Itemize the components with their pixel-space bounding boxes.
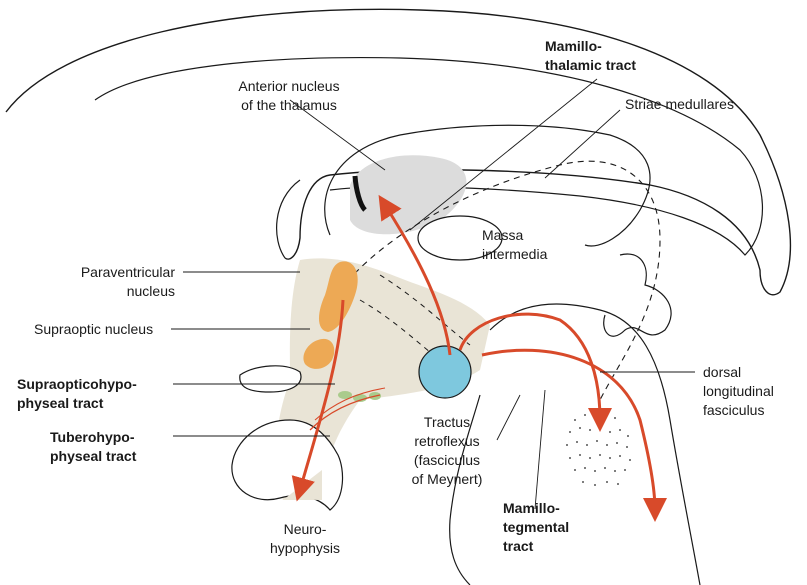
tectum-outline — [604, 254, 671, 336]
neurohypophysis-label: Neuro- hypophysis — [265, 520, 345, 558]
dorsal-longitudinal-arrow — [482, 350, 655, 510]
supraoptic-nucleus-label: Supraoptic nucleus — [34, 320, 153, 339]
tuberohypophyseal-tract-label: Tuberohypo- physeal tract — [50, 428, 136, 466]
dorsal-longitudinal-fasciculus-label: dorsal longitudinal fasciculus — [703, 363, 774, 420]
anterior-nucleus-label: Anterior nucleus of the thalamus — [196, 77, 382, 115]
tractus-retroflexus-label: Tractus retroflexus (fasciculus of Meyne… — [404, 413, 490, 489]
corpus-callosum — [6, 9, 790, 294]
striae-medullares-label: Striae medullares — [625, 95, 734, 114]
paraventricular-nucleus-label: Paraventricular nucleus — [30, 263, 175, 301]
mamillary-body — [419, 346, 471, 398]
tegmental-dots — [566, 409, 631, 486]
optic-region — [240, 366, 301, 392]
massa-intermedia-label: Massa intermedia — [482, 226, 547, 264]
supraopticohypophyseal-tract-label: Supraopticohypo- physeal tract — [17, 375, 137, 413]
mamillotegmental-tract-label: Mamillo- tegmental tract — [503, 499, 569, 556]
septum-wall — [277, 180, 300, 258]
mamillothalamic-tract-label: Mamillo- thalamic tract — [545, 37, 636, 75]
